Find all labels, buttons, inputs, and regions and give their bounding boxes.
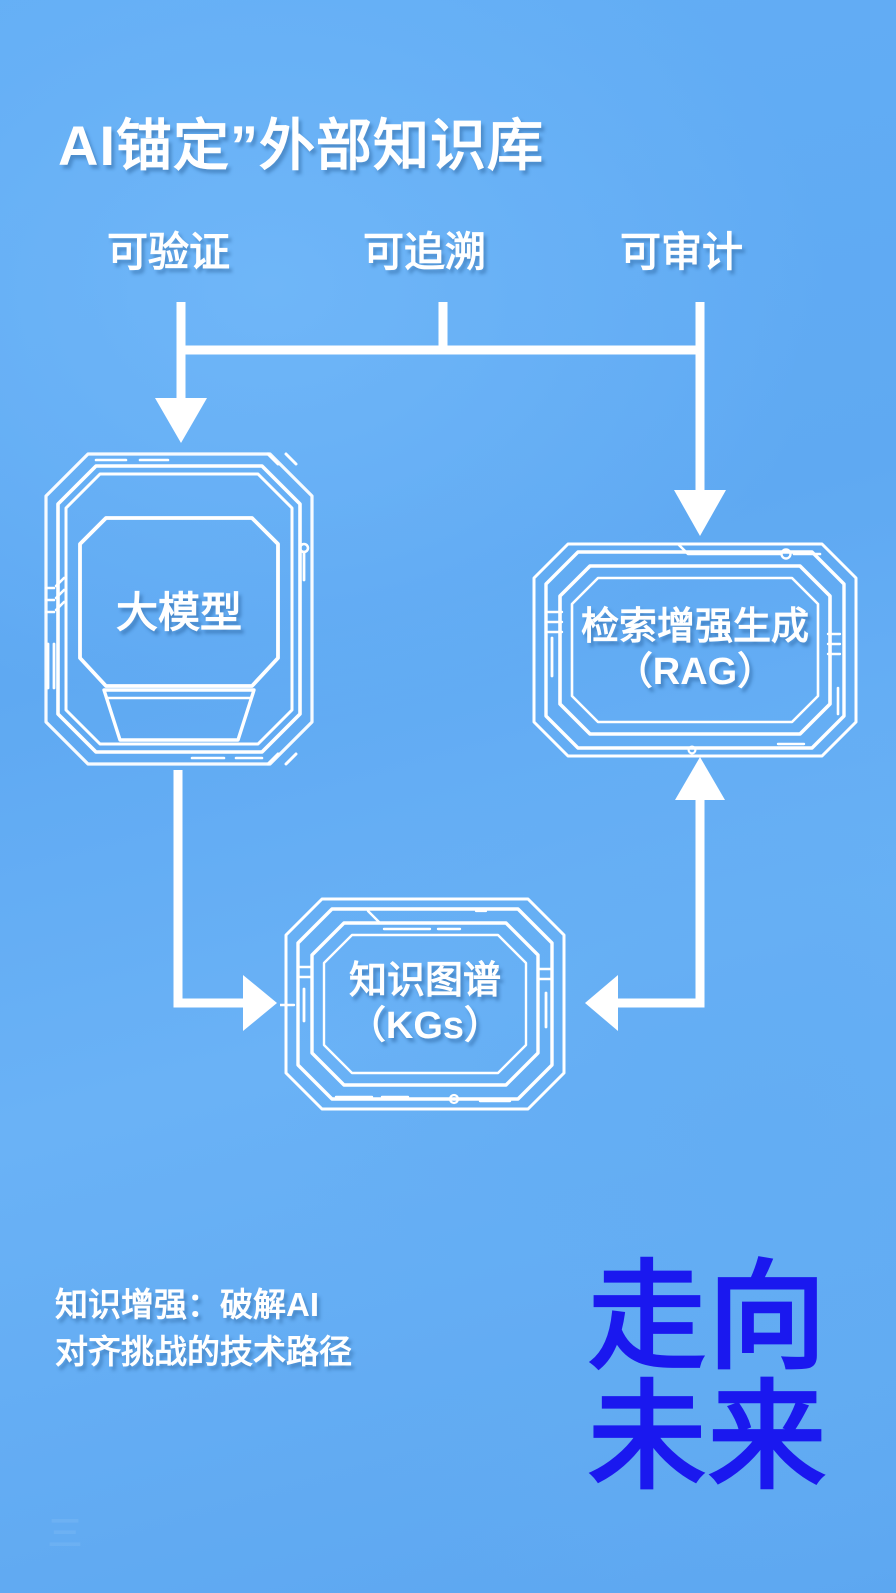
path-llm-to-kg (173, 770, 248, 1008)
attribute-label-auditable: 可审计 (620, 229, 743, 275)
arrowhead-into-kg-left (243, 975, 277, 1031)
tech-frame-rag (532, 542, 858, 758)
node-rag-label: 检索增强生成 （RAG） (580, 606, 809, 693)
arrowhead-into-rag-bottom (675, 757, 725, 800)
footer-caption: 知识增强：破解AI 对齐挑战的技术路径 (55, 1286, 352, 1370)
node-knowledge-graph[interactable]: 知识图谱 （KGs） (280, 893, 570, 1115)
watermark: 三 (48, 1515, 84, 1553)
arrowhead-to-rag (674, 490, 726, 536)
path-kg-to-rag (613, 800, 705, 1008)
page-title: AI锚定”外部知识库 (58, 114, 544, 177)
node-large-model[interactable]: 大模型 (40, 448, 318, 770)
footer-slogan: 走向 未来 (587, 1252, 828, 1505)
attribute-label-traceable: 可追溯 (363, 229, 486, 275)
arrowhead-to-llm (155, 398, 207, 443)
arrowhead-into-kg-right (585, 975, 618, 1031)
node-knowledge-graph-label: 知识图谱 （KGs） (347, 960, 503, 1047)
attribute-label-verifiable: 可验证 (107, 229, 230, 275)
node-large-model-label: 大模型 (115, 589, 242, 637)
tech-frame-llm (44, 452, 314, 766)
tech-frame-kg (280, 897, 566, 1111)
node-rag[interactable]: 检索增强生成 （RAG） (528, 538, 862, 762)
